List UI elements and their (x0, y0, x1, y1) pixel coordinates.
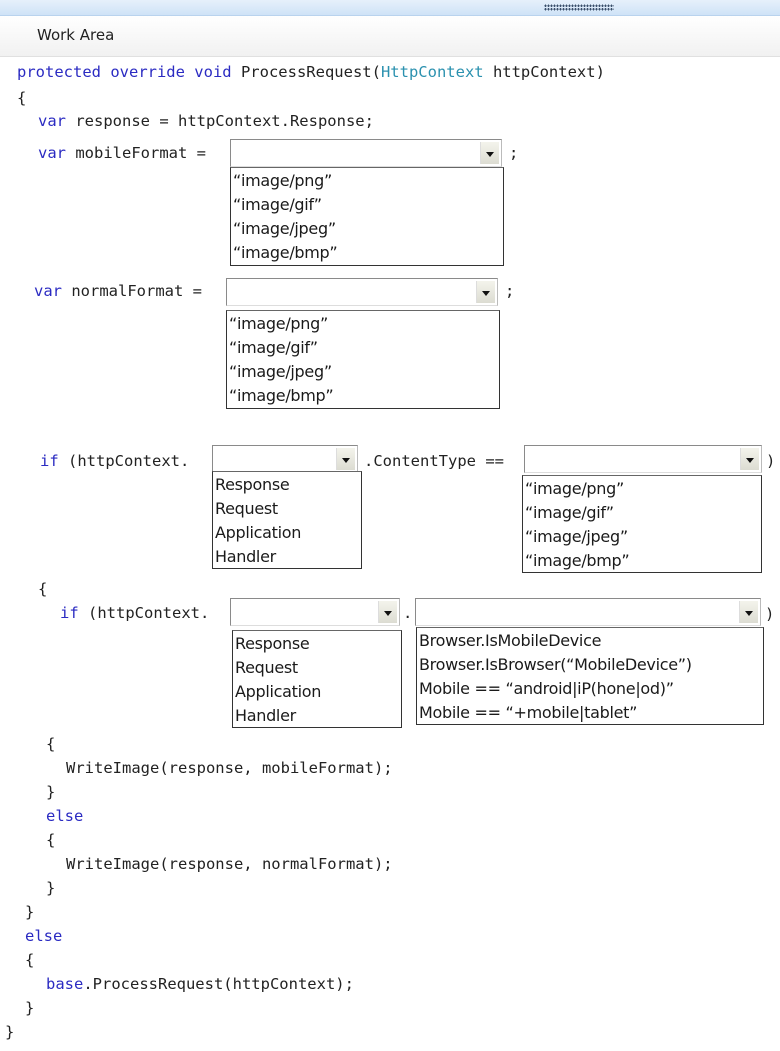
option-is-mobile-device[interactable]: Browser.IsMobileDevice (419, 631, 602, 650)
content-type-options: “image/png” “image/gif” “image/jpeg” “im… (522, 475, 762, 573)
signature-method: ProcessRequest( (231, 63, 381, 81)
chevron-down-icon[interactable] (480, 142, 499, 164)
keyword-var: var (38, 112, 66, 130)
keyword-else: else (46, 807, 84, 825)
option-image-jpeg[interactable]: “image/jpeg” (525, 527, 628, 546)
if1-close-brace: } (25, 903, 35, 921)
option-image-jpeg[interactable]: “image/jpeg” (233, 219, 336, 238)
option-response[interactable]: Response (215, 475, 290, 494)
close-paren: ) (765, 605, 775, 623)
normal-format-label: normalFormat = (62, 282, 202, 300)
mobile-check-options: Browser.IsMobileDevice Browser.IsBrowser… (416, 627, 764, 725)
else-outer-open-brace: { (25, 951, 35, 969)
option-image-gif[interactable]: “image/gif” (229, 338, 318, 357)
if-context-prefix: (httpContext. (78, 604, 210, 622)
option-image-bmp[interactable]: “image/bmp” (233, 243, 338, 262)
option-image-gif[interactable]: “image/gif” (233, 195, 322, 214)
option-handler[interactable]: Handler (235, 706, 296, 725)
else-inner-close-brace: } (46, 879, 56, 897)
method-close-brace: } (5, 1023, 15, 1041)
mobile-check-dropdown[interactable] (415, 598, 761, 626)
signature-param: httpContext) (483, 63, 605, 81)
content-type-label: .ContentType == (364, 452, 504, 470)
method-signature: protected override void ProcessRequest(H… (17, 62, 605, 82)
option-application[interactable]: Application (235, 682, 322, 701)
normal-format-dropdown[interactable] (226, 278, 498, 306)
option-is-browser-mobile[interactable]: Browser.IsBrowser(“MobileDevice”) (419, 655, 692, 674)
if-context-prefix: (httpContext. (58, 452, 190, 470)
option-image-bmp[interactable]: “image/bmp” (525, 551, 630, 570)
if2-close-brace: } (46, 783, 56, 801)
line-normal-format: var normalFormat = (34, 281, 202, 301)
keyword-if: if (60, 604, 79, 622)
option-handler[interactable]: Handler (215, 547, 276, 566)
option-request[interactable]: Request (235, 658, 298, 677)
option-application[interactable]: Application (215, 523, 302, 542)
header-title: Work Area (37, 26, 115, 44)
semicolon: ; (509, 144, 519, 162)
keyword-if: if (40, 452, 59, 470)
option-image-bmp[interactable]: “image/bmp” (229, 386, 334, 405)
option-image-png[interactable]: “image/png” (233, 171, 332, 190)
chevron-down-icon[interactable] (740, 448, 759, 470)
keyword-else: else (25, 927, 63, 945)
mobile-format-options: “image/png” “image/gif” “image/jpeg” “im… (230, 167, 504, 266)
write-image-normal: WriteImage(response, normalFormat); (66, 855, 393, 873)
chevron-down-icon[interactable] (476, 281, 495, 303)
option-image-png[interactable]: “image/png” (525, 479, 624, 498)
option-mobile-tablet[interactable]: Mobile == “+mobile|tablet” (419, 703, 638, 722)
context-property-options-2: Response Request Application Handler (232, 630, 402, 728)
mobile-format-dropdown[interactable] (230, 139, 502, 167)
keyword-base: base (46, 975, 84, 993)
member-dot: . (403, 604, 413, 622)
close-paren: ) (766, 452, 776, 470)
line-response: var response = httpContext.Response; (38, 111, 374, 131)
chevron-down-icon[interactable] (378, 601, 397, 623)
else-outer-close-brace: } (25, 999, 35, 1017)
signature-type: HttpContext (380, 63, 484, 81)
line-if-content-type: if (httpContext. (40, 451, 189, 471)
normal-format-options: “image/png” “image/gif” “image/jpeg” “im… (226, 310, 500, 409)
line-mobile-format: var mobileFormat = (38, 143, 206, 163)
line-if-mobile: if (httpContext. (60, 603, 209, 623)
semicolon: ; (505, 282, 515, 300)
content-type-dropdown[interactable] (524, 445, 762, 473)
drag-grip-icon[interactable] (544, 4, 614, 11)
option-image-png[interactable]: “image/png” (229, 314, 328, 333)
title-bar (0, 0, 780, 16)
chevron-down-icon[interactable] (336, 448, 355, 470)
mobile-format-label: mobileFormat = (66, 144, 206, 162)
method-open-brace: { (17, 89, 27, 107)
signature-keywords: protected override void (17, 63, 232, 81)
option-mobile-android-iphone[interactable]: Mobile == “android|iP(hone|od)” (419, 679, 674, 698)
work-area-header: Work Area (0, 16, 780, 57)
context-property-options-1: Response Request Application Handler (212, 471, 362, 569)
option-image-jpeg[interactable]: “image/jpeg” (229, 362, 332, 381)
option-response[interactable]: Response (235, 634, 310, 653)
if2-open-brace: { (46, 735, 56, 753)
context-property-dropdown-2[interactable] (230, 598, 400, 626)
option-image-gif[interactable]: “image/gif” (525, 503, 614, 522)
write-image-mobile: WriteImage(response, mobileFormat); (66, 759, 393, 777)
if1-open-brace: { (38, 580, 48, 598)
base-process-request: base.ProcessRequest(httpContext); (46, 974, 354, 994)
option-request[interactable]: Request (215, 499, 278, 518)
keyword-var: var (38, 144, 66, 162)
response-assignment: response = httpContext.Response; (66, 112, 374, 130)
base-call: .ProcessRequest(httpContext); (83, 975, 354, 993)
context-property-dropdown-1[interactable] (212, 445, 358, 473)
else-inner-open-brace: { (46, 831, 56, 849)
keyword-var: var (34, 282, 62, 300)
chevron-down-icon[interactable] (739, 601, 758, 623)
